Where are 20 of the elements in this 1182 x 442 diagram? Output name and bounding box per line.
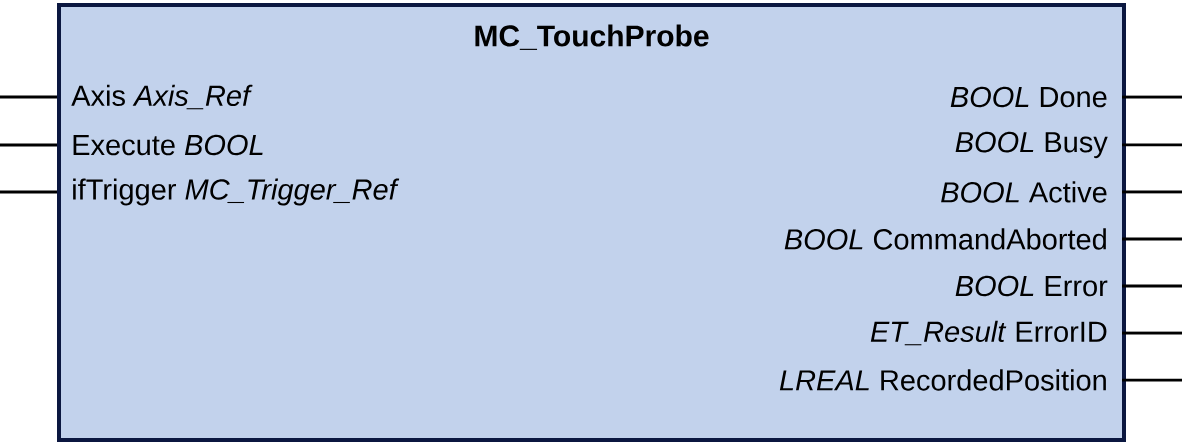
- pin-line: [0, 190, 57, 194]
- pin-label: BOOL Done: [950, 86, 1107, 108]
- pin-line: [1122, 237, 1182, 241]
- pin-label: LREAL RecordedPosition: [779, 369, 1106, 391]
- pin-line: [1122, 331, 1182, 335]
- pin-line: [1122, 190, 1182, 194]
- pin-label: BOOL CommandAborted: [784, 228, 1106, 250]
- pin-line: [0, 143, 57, 147]
- pin-label: BOOL Error: [955, 275, 1108, 297]
- pin-label: Execute BOOL: [73, 134, 263, 156]
- pin-label: ET_Result ErrorID: [870, 320, 1107, 346]
- pin-line: [1122, 284, 1182, 288]
- pin-line: [0, 95, 57, 99]
- pin-line: [1122, 95, 1182, 99]
- pin-label: BOOL Busy: [955, 131, 1108, 159]
- pin-line: [1122, 143, 1182, 147]
- pin-label: ifTrigger MC_Trigger_Ref: [73, 178, 400, 206]
- pin-label: Axis Axis_Ref: [71, 84, 253, 110]
- pin-line: [1122, 378, 1182, 382]
- pin-label: BOOL Active: [941, 181, 1107, 203]
